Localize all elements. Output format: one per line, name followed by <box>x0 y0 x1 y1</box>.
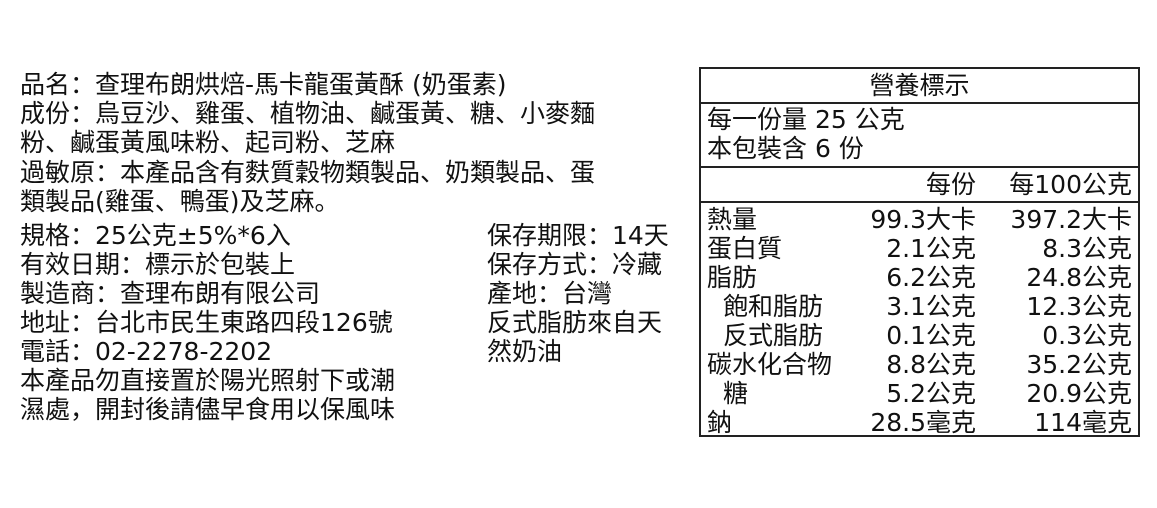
nutrition-row: 脂肪 6.2公克 24.8公克 <box>701 263 1138 292</box>
per-serving-value: 8.8公克 <box>886 350 976 379</box>
per-100g-value: 397.2大卡 <box>1010 205 1132 234</box>
shelf-life: 保存期限：14天 <box>487 221 669 250</box>
per-100g-value: 12.3公克 <box>1026 292 1132 321</box>
nutrition-row: 碳水化合物 8.8公克 35.2公克 <box>701 350 1138 379</box>
origin: 產地：台灣 <box>487 279 613 308</box>
phone: 電話：02-2278-2202 <box>20 337 273 366</box>
spec: 規格：25公克±5%*6入 <box>20 221 291 250</box>
per-100g-value: 114毫克 <box>1034 408 1132 437</box>
per-serving-value: 28.5毫克 <box>870 408 976 437</box>
trans-fat-note-cont: 然奶油 <box>487 337 563 366</box>
nutrient-name: 糖 <box>723 379 749 408</box>
allergens-cont: 類製品(雞蛋、鴨蛋)及芝麻。 <box>20 187 340 216</box>
nutrient-name: 反式脂肪 <box>723 321 824 350</box>
trans-fat-note: 反式脂肪來自天 <box>487 308 663 337</box>
nutrition-row: 鈉 28.5毫克 114毫克 <box>701 408 1138 437</box>
per-serving-value: 6.2公克 <box>886 263 976 292</box>
nutrient-name: 飽和脂肪 <box>723 292 824 321</box>
ingredients-cont: 粉、鹹蛋黃風味粉、起司粉、芝麻 <box>20 128 396 157</box>
serving-size: 每一份量 25 公克 <box>707 105 905 134</box>
per-serving-value: 3.1公克 <box>886 292 976 321</box>
col-per-100g: 每100公克 <box>1009 170 1132 199</box>
nutrition-row: 反式脂肪 0.1公克 0.3公克 <box>701 321 1138 350</box>
nutrition-row: 熱量 99.3大卡 397.2大卡 <box>701 205 1138 234</box>
nutrition-title: 營養標示 <box>701 69 1138 104</box>
per-100g-value: 24.8公克 <box>1026 263 1132 292</box>
ingredients: 成份：烏豆沙、雞蛋、植物油、鹹蛋黃、糖、小麥麵 <box>20 99 596 128</box>
nutrition-header: 每份 每100公克 <box>701 168 1138 203</box>
nutrient-name: 碳水化合物 <box>707 350 833 379</box>
nutrient-name: 熱量 <box>707 205 758 234</box>
nutrition-row: 飽和脂肪 3.1公克 12.3公克 <box>701 292 1138 321</box>
per-100g-value: 35.2公克 <box>1026 350 1132 379</box>
per-serving-value: 0.1公克 <box>886 321 976 350</box>
storage-note: 本產品勿直接置於陽光照射下或潮 <box>20 366 396 395</box>
nutrition-row: 糖 5.2公克 20.9公克 <box>701 379 1138 408</box>
manufacturer: 製造商：查理布朗有限公司 <box>20 279 321 308</box>
expiry: 有效日期：標示於包裝上 <box>20 250 296 279</box>
nutrient-name: 脂肪 <box>707 263 758 292</box>
storage-method: 保存方式：冷藏 <box>487 250 663 279</box>
per-serving-value: 99.3大卡 <box>870 205 976 234</box>
per-100g-value: 8.3公克 <box>1042 234 1132 263</box>
per-100g-value: 0.3公克 <box>1042 321 1132 350</box>
nutrition-row: 蛋白質 2.1公克 8.3公克 <box>701 234 1138 263</box>
nutrient-name: 蛋白質 <box>707 234 783 263</box>
address: 地址：台北市民生東路四段126號 <box>20 308 393 337</box>
serving-info: 每一份量 25 公克 本包裝含 6 份 <box>701 106 1138 168</box>
per-serving-value: 5.2公克 <box>886 379 976 408</box>
storage-note-cont: 濕處，開封後請儘早食用以保風味 <box>20 395 396 424</box>
nutrient-name: 鈉 <box>707 408 733 437</box>
per-100g-value: 20.9公克 <box>1026 379 1132 408</box>
allergens: 過敏原：本產品含有麩質穀物類製品、奶類製品、蛋 <box>20 158 596 187</box>
nutrition-rows: 熱量 99.3大卡 397.2大卡蛋白質 2.1公克 8.3公克脂肪 6.2公克 24.8公… <box>701 203 1138 437</box>
servings-per-package: 本包裝含 6 份 <box>707 134 864 163</box>
product-name: 品名：查理布朗烘焙-馬卡龍蛋黃酥 (奶蛋素) <box>20 70 507 99</box>
per-serving-value: 2.1公克 <box>886 234 976 263</box>
col-per-serving: 每份 <box>925 170 976 199</box>
nutrition-table: 營養標示 每一份量 25 公克 本包裝含 6 份 每份 每100公克 熱量 99.… <box>699 67 1140 437</box>
